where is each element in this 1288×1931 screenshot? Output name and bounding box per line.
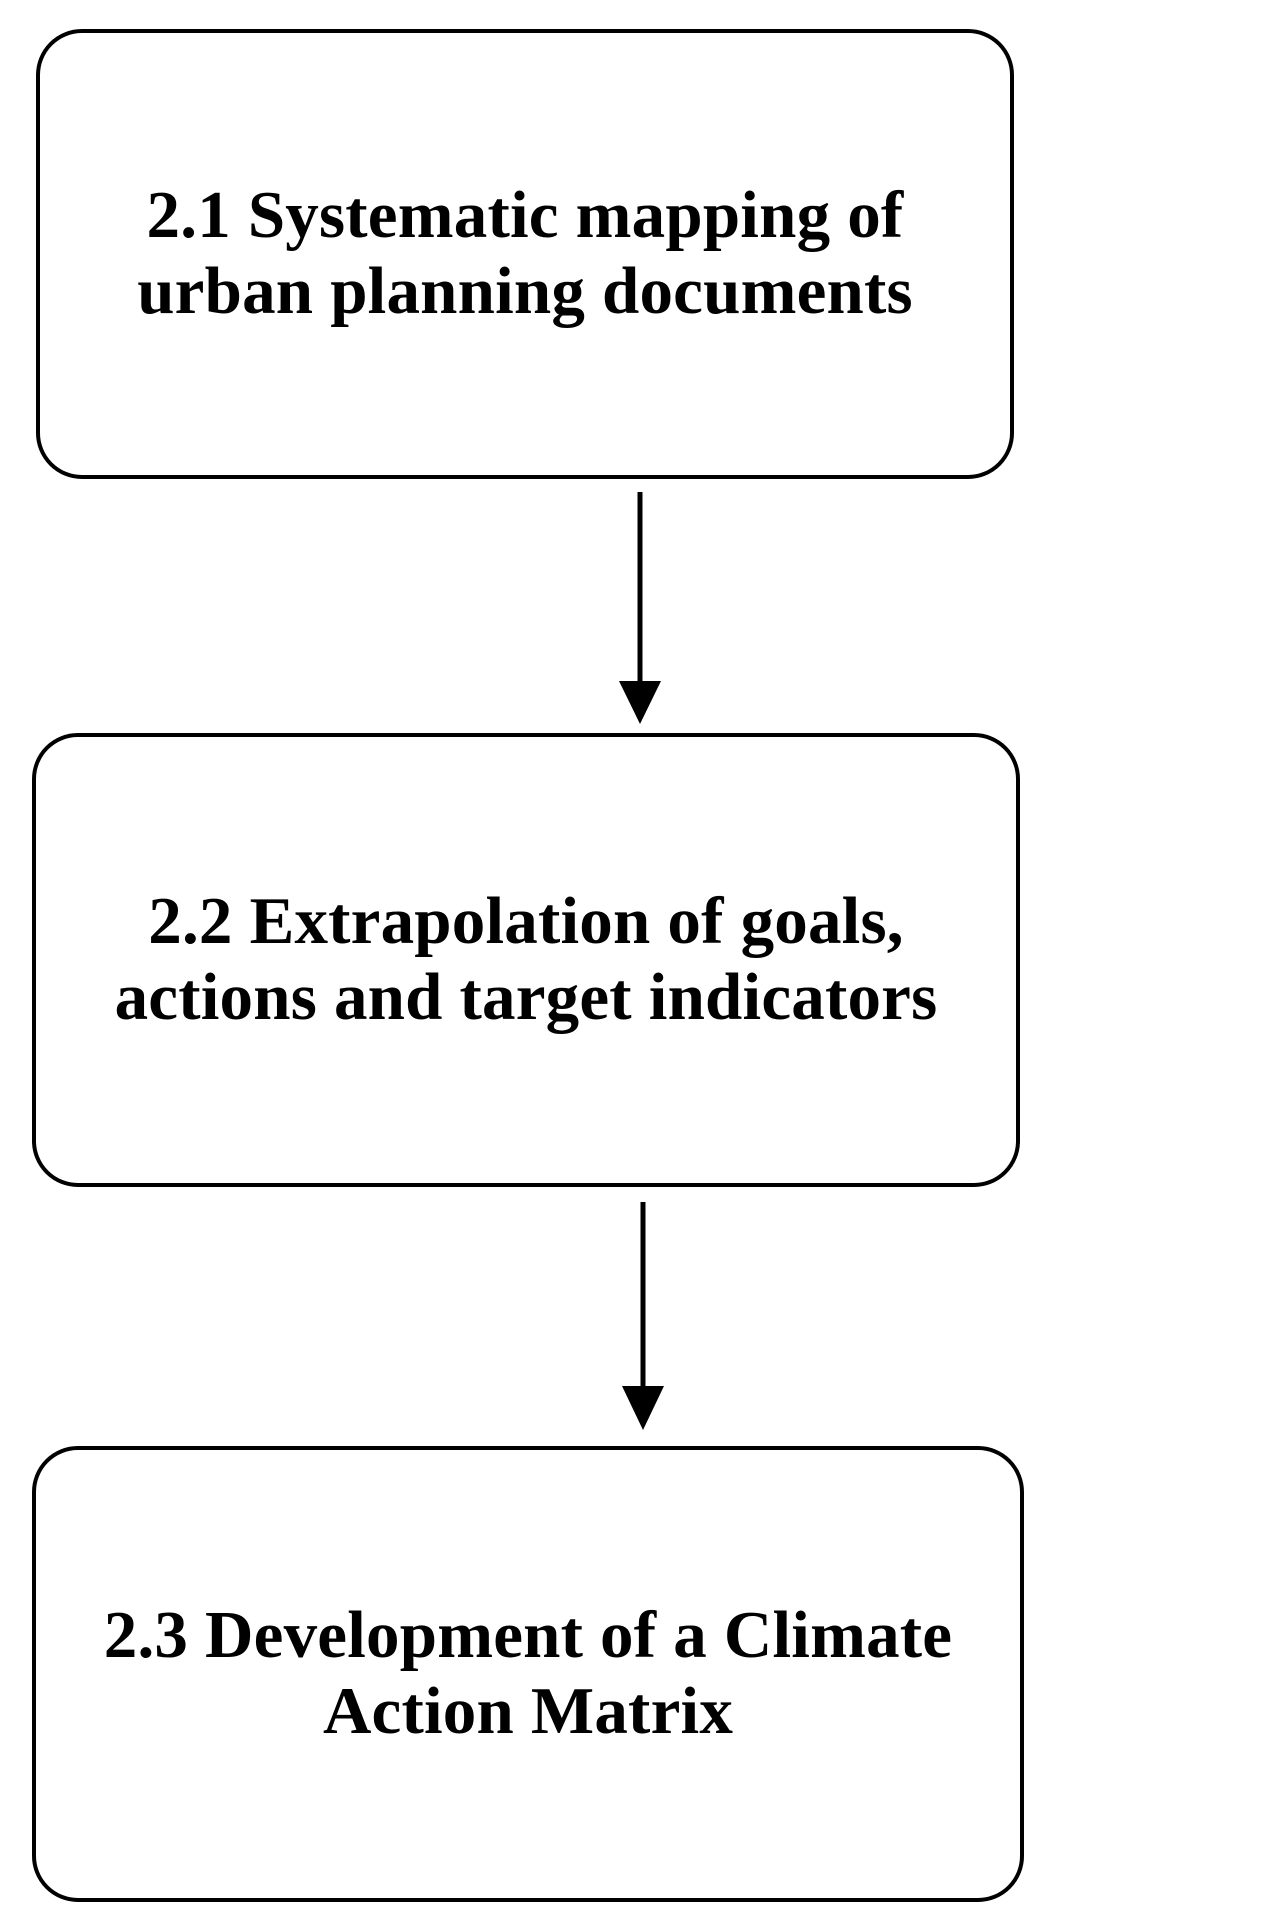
flow-node-2-1[interactable]: 2.1 Systematic mapping of urban planning… (36, 29, 1014, 479)
flow-node-2-1-label: 2.1 Systematic mapping of urban planning… (137, 178, 913, 328)
flow-node-2-2-label: 2.2 Extrapolation of goals, actions and … (114, 884, 938, 1034)
arrow-2-2-to-2-3 (622, 1202, 664, 1430)
arrow-2-1-to-2-2 (619, 492, 661, 724)
flow-node-2-3-label: 2.3 Development of a Climate Action Matr… (103, 1598, 953, 1748)
flow-node-2-2[interactable]: 2.2 Extrapolation of goals, actions and … (32, 733, 1020, 1187)
flow-node-2-3[interactable]: 2.3 Development of a Climate Action Matr… (32, 1446, 1024, 1902)
